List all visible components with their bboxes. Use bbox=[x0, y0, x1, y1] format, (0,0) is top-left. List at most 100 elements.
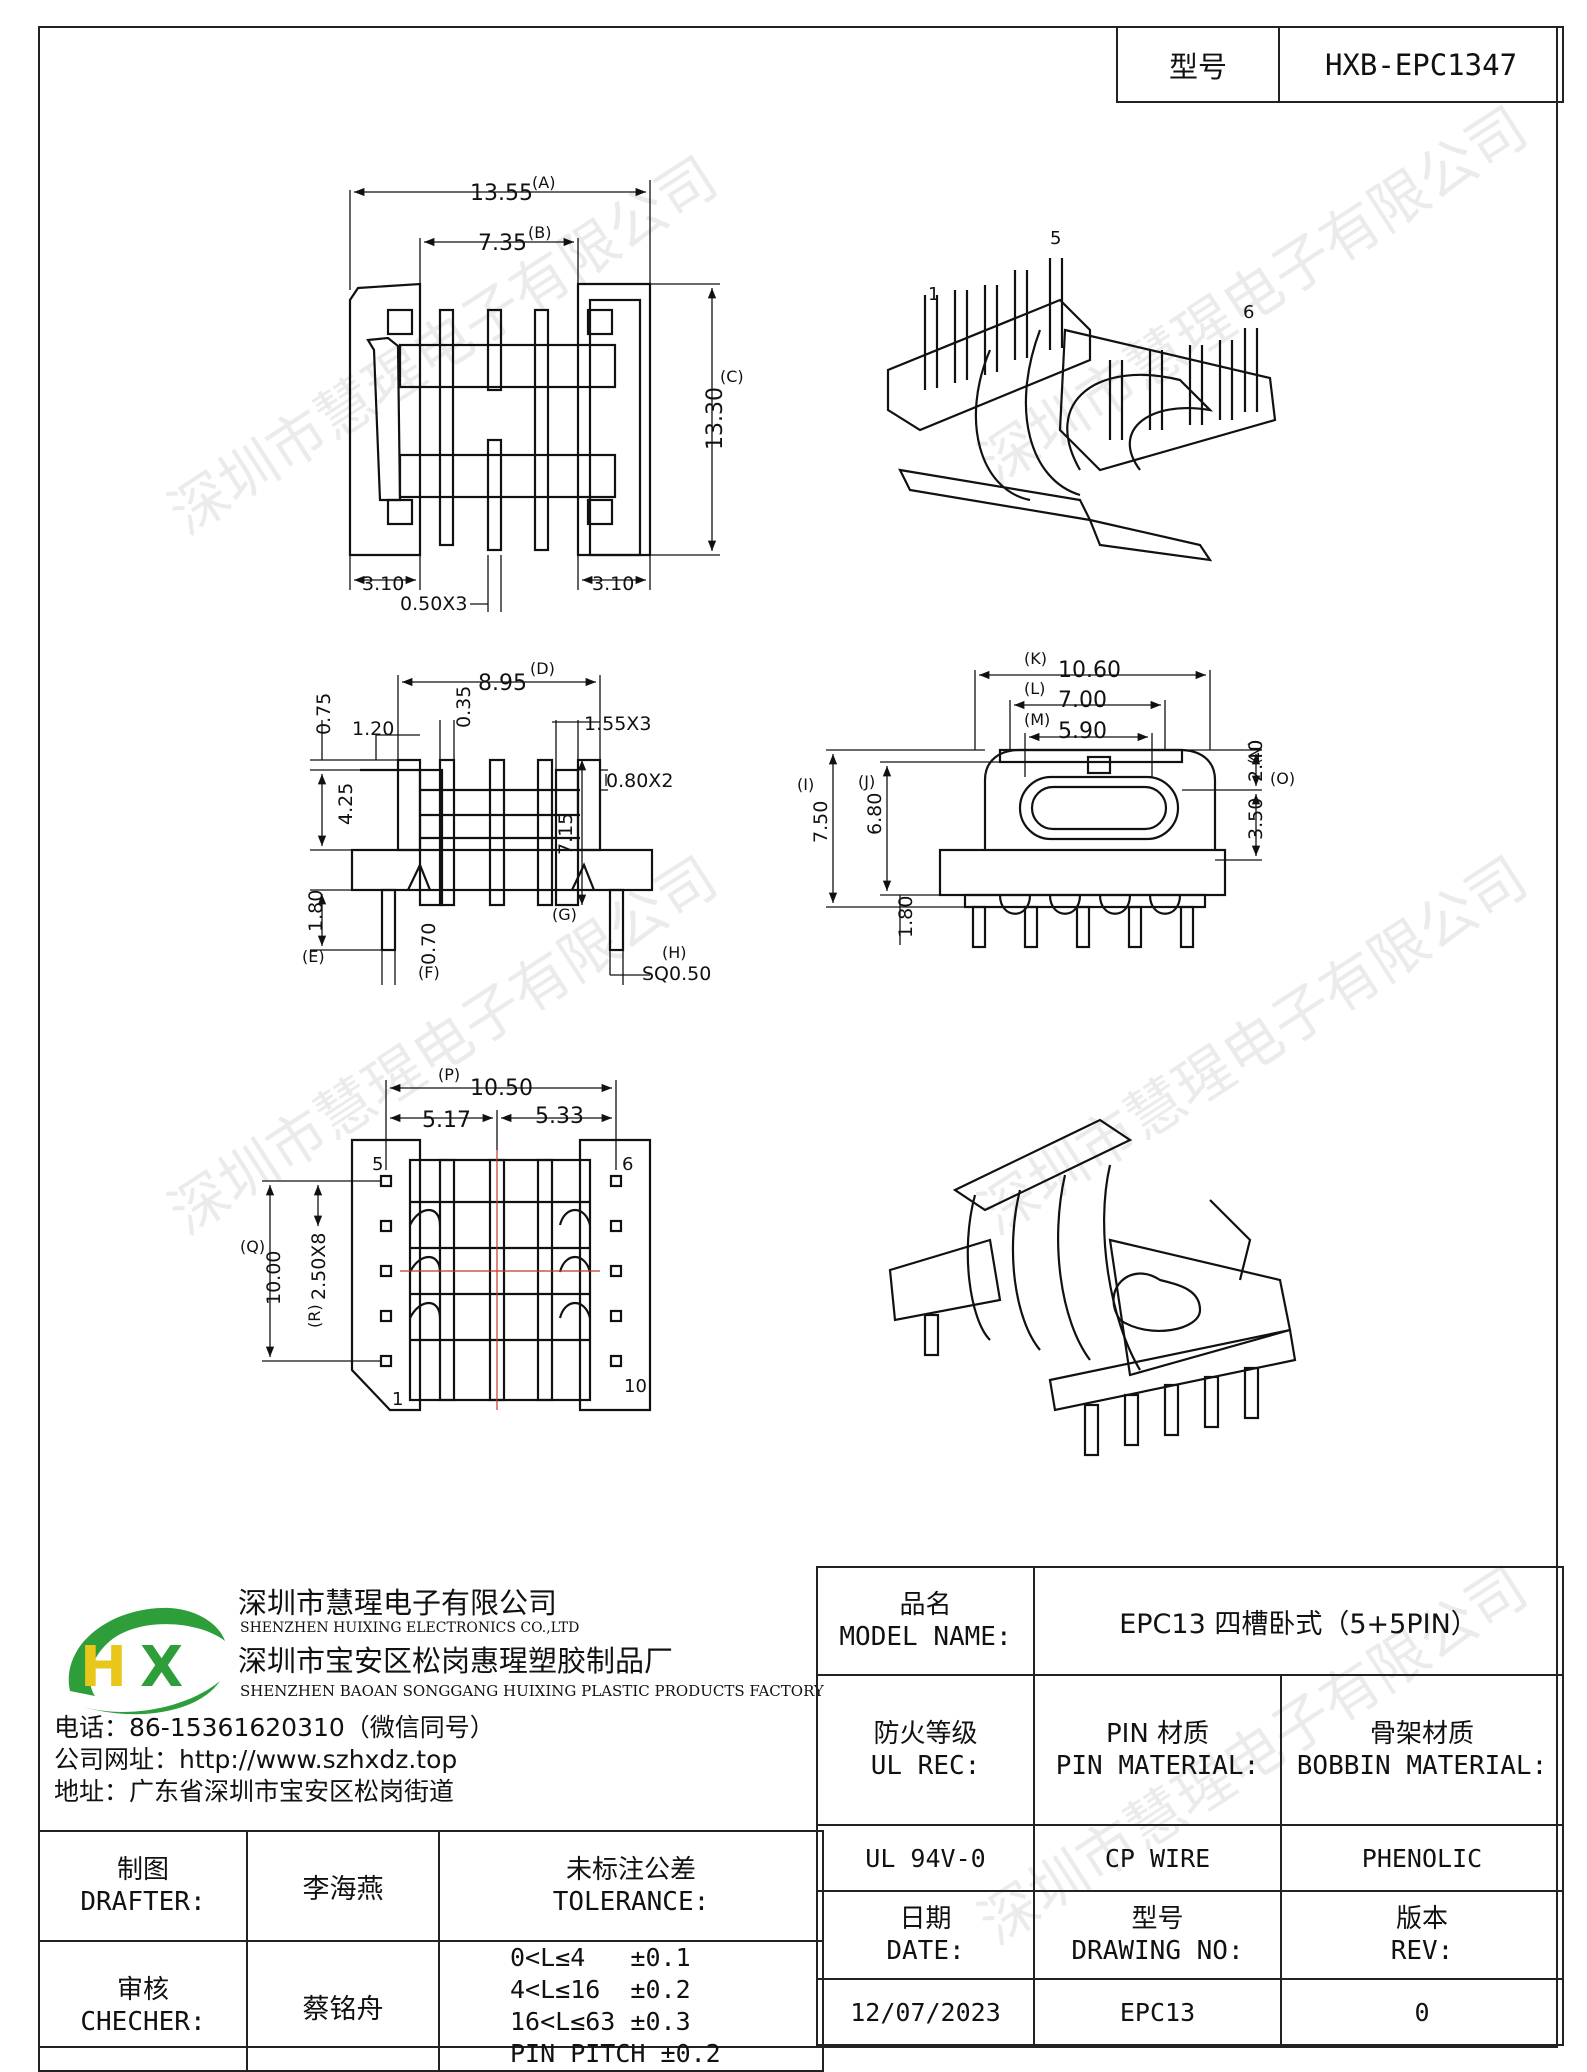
tolerance-row-1: 0<L≤4 ±0.1 bbox=[510, 1943, 691, 1972]
dim-c: 13.30 bbox=[703, 387, 728, 450]
header-model-box: 型号 HXB-EPC1347 bbox=[1116, 26, 1564, 103]
tag-d: (D) bbox=[530, 659, 555, 678]
tolerance-values: 0<L≤4 ±0.1 4<L≤16 ±0.2 16<L≤63 ±0.3 PIN … bbox=[438, 1940, 824, 2072]
tag-n: (N) bbox=[1246, 740, 1265, 764]
dim-i: 7.50 bbox=[810, 801, 832, 843]
rev-value: 0 bbox=[1280, 1978, 1564, 2046]
dim-070: 0.70 bbox=[418, 923, 440, 965]
dim-left: 3.10 bbox=[362, 573, 404, 595]
drafter-name: 李海燕 bbox=[246, 1830, 440, 1942]
dim-080: 0.80X2 bbox=[606, 770, 673, 792]
technical-drawing: 13.55 (A) 7.35 (B) 13.30 (C) 3.10 3.10 0… bbox=[240, 173, 1297, 1457]
model-name-label: 品名 MODEL NAME: bbox=[816, 1566, 1035, 1676]
tag-h: (H) bbox=[662, 943, 687, 962]
iso-pin-6: 6 bbox=[1243, 302, 1254, 323]
tag-q: (Q) bbox=[240, 1237, 265, 1256]
dim-517: 5.17 bbox=[422, 1108, 471, 1133]
model-name-value: EPC13 四槽卧式（5+5PIN） bbox=[1033, 1566, 1564, 1676]
header-model-value: HXB-EPC1347 bbox=[1278, 26, 1564, 103]
tolerance-row-2: 4<L≤16 ±0.2 bbox=[510, 1975, 691, 2004]
dim-j: 6.80 bbox=[864, 793, 886, 835]
tag-o: (O) bbox=[1270, 769, 1295, 788]
iso-pin-5: 5 bbox=[1050, 228, 1061, 249]
tag-r: (R) bbox=[305, 1304, 324, 1328]
dim-035: 0.35 bbox=[453, 686, 475, 728]
iso-pin-1: 1 bbox=[928, 284, 939, 305]
header-model-label: 型号 bbox=[1116, 26, 1280, 103]
company-name-1-en: SHENZHEN HUIXING ELECTRONICS CO.,LTD bbox=[240, 1620, 580, 1636]
company-name-1: 深圳市慧瑆电子有限公司 bbox=[238, 1586, 558, 1620]
date-value: 12/07/2023 bbox=[816, 1978, 1035, 2046]
dim-l: 7.00 bbox=[1058, 688, 1107, 713]
dim-a: 13.55 bbox=[470, 181, 533, 206]
tag-f: (F) bbox=[418, 963, 440, 982]
side-view bbox=[310, 675, 654, 985]
tag-i: (I) bbox=[797, 775, 814, 794]
dim-b: 7.35 bbox=[478, 231, 527, 256]
dim-sq: SQ0.50 bbox=[642, 963, 711, 985]
drafter-label: 制图 DRAFTER: bbox=[38, 1830, 248, 1942]
titleblock-right: 品名 MODEL NAME: EPC13 四槽卧式（5+5PIN） 防火等级 U… bbox=[816, 1566, 1564, 2046]
rev-label: 版本 REV: bbox=[1280, 1890, 1564, 1980]
bottom-pin-1: 1 bbox=[392, 1389, 403, 1410]
company-phone: 电话：86-15361620310（微信同号） bbox=[54, 1713, 495, 1742]
tag-k: (K) bbox=[1024, 649, 1047, 668]
company-address: 地址：广东省深圳市宝安区松岗街道 bbox=[54, 1777, 455, 1806]
dim-425: 4.25 bbox=[335, 783, 357, 825]
company-website: 公司网址：http://www.szhxdz.top bbox=[54, 1745, 458, 1774]
logo-letter-x: X bbox=[140, 1635, 183, 1700]
checker-name: 蔡铭舟 bbox=[246, 1940, 440, 2072]
dim-p: 10.50 bbox=[470, 1076, 533, 1101]
bottom-pin-6: 6 bbox=[622, 1154, 633, 1175]
dim-n: 2.40 bbox=[1245, 740, 1267, 782]
pin-value: CP WIRE bbox=[1033, 1824, 1282, 1892]
ul-rec-label: 防火等级 UL REC: bbox=[816, 1674, 1035, 1826]
dim-o: 3.50 bbox=[1245, 798, 1267, 840]
tolerance-row-3: 16<L≤63 ±0.3 bbox=[510, 2007, 691, 2036]
tag-b: (B) bbox=[528, 223, 551, 242]
company-name-2-en: SHENZHEN BAOAN SONGGANG HUIXING PLASTIC … bbox=[240, 1682, 824, 1700]
tag-e: (E) bbox=[302, 947, 325, 966]
iso-top-view bbox=[886, 258, 1277, 562]
tag-m: (M) bbox=[1024, 710, 1050, 729]
tag-g: (G) bbox=[552, 905, 577, 924]
bobbin-value: PHENOLIC bbox=[1280, 1824, 1564, 1892]
dim-d: 8.95 bbox=[478, 671, 527, 696]
iso-bottom-view bbox=[888, 1118, 1297, 1457]
front-view bbox=[826, 670, 1262, 949]
dim-075: 0.75 bbox=[313, 693, 335, 735]
dim-155: 1.55X3 bbox=[584, 713, 651, 735]
dim-120: 1.20 bbox=[352, 718, 394, 740]
ul-value: UL 94V-0 bbox=[816, 1824, 1035, 1892]
dim-533: 5.33 bbox=[535, 1104, 584, 1129]
company-block: H X 深圳市慧瑆电子有限公司 SHENZHEN HUIXING ELECTRO… bbox=[40, 1568, 824, 1830]
titleblock-bottom-left: 制图 DRAFTER: 李海燕 未标注公差 TOLERANCE: 审核 CHEC… bbox=[38, 1830, 824, 2072]
dim-715: 7.15 bbox=[555, 813, 577, 855]
company-logo: H X bbox=[68, 1607, 225, 1715]
date-label: 日期 DATE: bbox=[816, 1890, 1035, 1980]
bottom-pin-5: 5 bbox=[372, 1154, 383, 1175]
tag-c: (C) bbox=[720, 367, 744, 386]
dim-k: 10.60 bbox=[1058, 658, 1121, 683]
tag-a: (A) bbox=[532, 173, 555, 192]
tag-l: (L) bbox=[1024, 679, 1045, 698]
dim-r: 2.50X8 bbox=[308, 1233, 330, 1300]
tag-j: (J) bbox=[858, 772, 875, 791]
bobbin-material-label: 骨架材质 BOBBIN MATERIAL: bbox=[1280, 1674, 1564, 1826]
dim-right: 3.10 bbox=[592, 573, 634, 595]
bottom-pin-10: 10 bbox=[624, 1376, 647, 1397]
drawing-no-label: 型号 DRAWING NO: bbox=[1033, 1890, 1282, 1980]
tolerance-label: 未标注公差 TOLERANCE: bbox=[438, 1830, 824, 1942]
bottom-view bbox=[262, 1080, 652, 1412]
checker-label: 审核 CHECHER: bbox=[38, 1940, 248, 2072]
company-name-2: 深圳市宝安区松岗惠瑆塑胶制品厂 bbox=[238, 1644, 674, 1678]
drawing-no-value: EPC13 bbox=[1033, 1978, 1282, 2046]
dim-q: 10.00 bbox=[263, 1251, 285, 1305]
tolerance-row-4: PIN PITCH ±0.2 bbox=[510, 2039, 721, 2068]
logo-letter-h: H bbox=[80, 1635, 127, 1700]
pin-material-label: PIN 材质 PIN MATERIAL: bbox=[1033, 1674, 1282, 1826]
tag-p: (P) bbox=[438, 1065, 460, 1084]
dim-front-180: 1.80 bbox=[895, 896, 917, 938]
dim-side-180: 1.80 bbox=[305, 890, 327, 932]
dim-m: 5.90 bbox=[1058, 719, 1107, 744]
